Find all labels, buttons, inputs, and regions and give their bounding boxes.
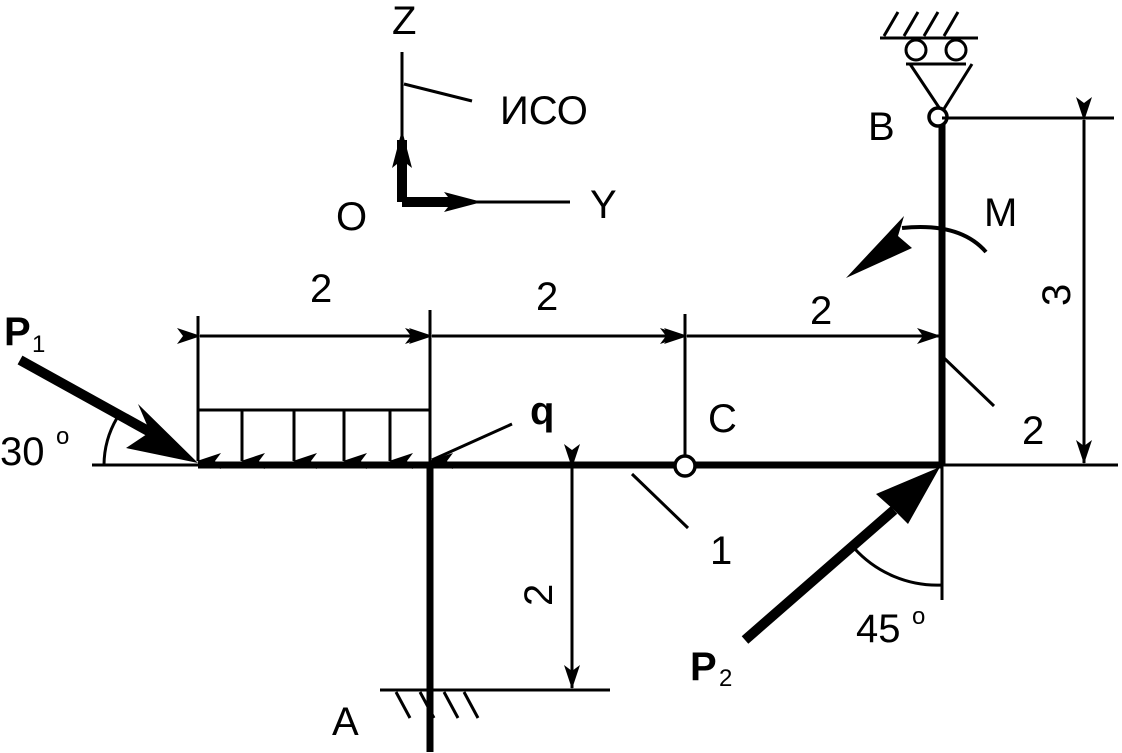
hatch-line (418, 691, 436, 719)
hatch-line (394, 691, 412, 719)
part-1-label: 1 (710, 529, 732, 573)
p2-subscript: 2 (719, 665, 732, 692)
p2-letter: P (690, 645, 717, 689)
dimension-top-right: 2 (810, 289, 832, 333)
p2-arrow-head (876, 467, 940, 524)
distributed-load-q: q (196, 389, 554, 469)
frame-label: ИСО (500, 89, 588, 133)
labels: C 1 2 (630, 356, 1044, 573)
hinge-c (673, 454, 697, 478)
z-arrow-head (392, 130, 412, 168)
part-2-label: 2 (1022, 409, 1044, 453)
hatch-line (442, 691, 460, 719)
p2-degree-mark: o (912, 603, 925, 630)
force-p2: P 2 45 o (690, 465, 944, 692)
hatch-line (902, 11, 920, 37)
origin-label: O (336, 195, 367, 239)
p1-degree-mark: o (56, 423, 69, 450)
moment-label: M (984, 191, 1017, 235)
p2-angle-label: 45 (856, 607, 901, 651)
coordinate-frame: Z Y O ИСО (336, 0, 617, 239)
roller-wheel (904, 38, 928, 62)
dimension-top-left: 2 (310, 267, 332, 311)
moment-m: M (846, 191, 1017, 278)
dimensions: 2 2 2 3 2 (177, 97, 1114, 689)
p1-letter: P (4, 310, 31, 354)
p1-label: P (4, 310, 31, 354)
hatch-line (922, 11, 940, 37)
p1-arrow-head (126, 404, 198, 463)
p2-label: P (690, 645, 717, 689)
roller-wheel (944, 38, 968, 62)
moment-arrow-head (846, 216, 912, 278)
dimension-top-middle: 2 (536, 275, 558, 319)
q-leader-line (431, 422, 513, 462)
p1-subscript: 1 (32, 331, 45, 358)
q-label: q (530, 389, 554, 433)
p1-angle-arc (102, 417, 119, 466)
point-a-label: A (332, 700, 359, 744)
hatch-line (462, 691, 480, 719)
y-axis-label: Y (590, 183, 617, 227)
p1-shaft (17, 355, 153, 437)
force-p1: P 1 30 o (0, 310, 198, 474)
frame-leader-line (403, 82, 473, 103)
dimension-lower-vertical: 2 (517, 584, 561, 606)
point-c-label: C (708, 397, 737, 441)
p2-shaft (741, 506, 898, 644)
support-b-triangle (908, 63, 974, 115)
part-1-leader (630, 472, 690, 530)
dimension-right-vertical: 3 (1035, 284, 1079, 306)
y-arrow-head (444, 192, 482, 212)
moment-arc (901, 225, 988, 254)
fixed-support-a: A (332, 688, 610, 744)
part-2-leader (942, 356, 996, 408)
p1-angle-label: 30 (0, 430, 45, 474)
hatch-line (882, 11, 900, 37)
z-axis-label: Z (392, 0, 416, 43)
roller-support-b: B (868, 11, 978, 149)
point-b-label: B (868, 105, 895, 149)
hatch-line (942, 11, 960, 37)
p2-angle-arc (852, 546, 943, 587)
